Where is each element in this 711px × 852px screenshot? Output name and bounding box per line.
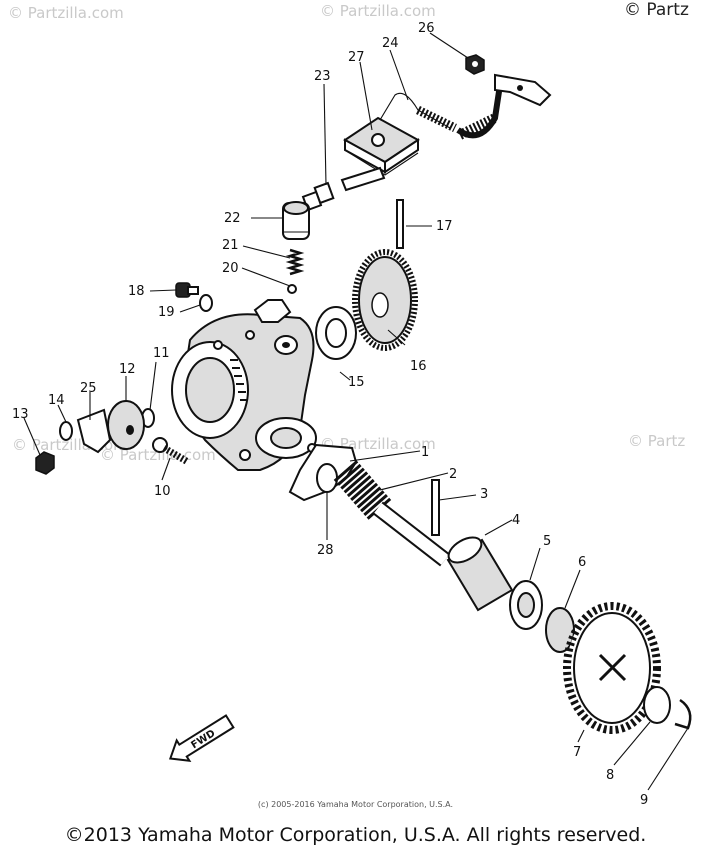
callout-24: 24 [382,36,399,51]
watermark: © Partzilla.com [8,4,124,22]
callout-13: 13 [12,407,29,422]
callout-21: 21 [222,238,239,253]
part-22-banjo [282,201,310,240]
copyright-header: © Partz [624,0,689,20]
fwd-arrow: FWD [168,714,235,763]
pump-body [171,299,317,471]
part-24-pipe [379,73,552,140]
callout-10: 10 [154,484,171,499]
callout-20: 20 [222,261,239,276]
callout-15: 15 [348,375,365,390]
callout-16: 16 [410,359,427,374]
part-16-gear [352,249,418,351]
callout-5: 5 [543,534,551,549]
watermark: © Partz [628,432,686,450]
part-18-bolt [175,282,199,298]
part-14-washer [59,421,73,441]
callout-3: 3 [480,487,488,502]
part-28-seal [316,463,338,493]
part-20-ball [287,284,297,294]
part-2-worm-shaft [333,460,450,567]
footer-copyright: ©2013 Yamaha Motor Corporation, U.S.A. A… [64,824,647,846]
part-13-nut [35,451,55,475]
part-hose [340,166,386,192]
part-9-clip [674,698,692,730]
callout-25: 25 [80,381,97,396]
callout-19: 19 [158,305,175,320]
callout-27: 27 [348,50,365,65]
callout-28: 28 [317,543,334,558]
callout-9: 9 [640,793,648,808]
part-15-seal [315,306,357,360]
part-12-plate [107,400,145,450]
leader-lines [23,32,689,791]
callout-1: 1 [421,445,429,460]
part-7-gear [563,602,661,734]
callout-8: 8 [606,768,614,783]
callout-11: 11 [153,346,170,361]
part-25-gasket [76,408,112,454]
callout-17: 17 [436,219,453,234]
part-17-pin [396,199,404,249]
callout-12: 12 [119,362,136,377]
callout-6: 6 [578,555,586,570]
fineprint-copyright: (c) 2005-2016 Yamaha Motor Corporation, … [257,800,454,809]
callout-14: 14 [48,393,65,408]
part-27-filter-block [343,116,420,176]
part-21-spring [285,248,305,276]
part-3-pin [431,479,440,536]
callout-numbers: 1 1 2 3 4 5 6 7 8 9 10 11 12 13 14 15 16… [12,21,648,808]
callout-18: 18 [128,284,145,299]
callout-23: 23 [314,69,331,84]
part-8-washer [643,686,671,724]
callout-26: 26 [418,21,435,36]
part-26-nut [465,54,485,75]
part-4-bushing [446,536,514,612]
callout-22: 22 [224,211,241,226]
part-19-washer [199,294,213,312]
callout-4: 4 [512,513,520,528]
part-10-stud-bolt [152,437,190,466]
watermark: © Partzilla.com [320,2,436,20]
callout-7: 7 [573,745,581,760]
part-5-bearing [509,580,543,630]
callout-2: 2 [449,467,457,482]
part-6-washer [545,607,575,653]
